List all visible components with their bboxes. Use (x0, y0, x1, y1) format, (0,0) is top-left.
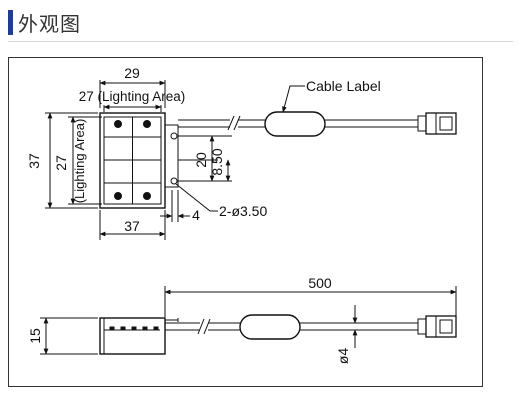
dim-side-height: 15 (27, 328, 43, 344)
cable-label-callout: Cable Label (306, 78, 381, 94)
cable-label-sleeve (264, 111, 326, 137)
dim-height-left: 37 (26, 153, 42, 169)
side-cable (165, 314, 457, 340)
top-view (45, 80, 457, 240)
dim-hole-spacing: 20 (193, 152, 209, 168)
dim-hole-edge: 4 (192, 207, 200, 223)
connector (417, 112, 457, 135)
dim-hole-diameter: 2-ø3.50 (219, 203, 267, 219)
dim-cable-diameter: ø4 (335, 348, 351, 365)
dim-lighting-area-width: 27 (Lighting Area) (79, 89, 186, 104)
header-accent-bar (8, 10, 13, 35)
module-side-profile (99, 317, 179, 355)
drawing-frame (8, 57, 483, 387)
dim-width-bottom: 37 (124, 218, 140, 234)
header-divider (8, 41, 513, 42)
led-module-body (99, 112, 179, 209)
side-view (40, 286, 457, 355)
dim-width-top: 29 (124, 65, 140, 81)
top-cable (178, 111, 457, 137)
page-title: 外观图 (18, 12, 81, 36)
dim-lighting-area-height-note: (Lighting Area) (72, 119, 87, 204)
side-connector (417, 315, 457, 338)
dim-lighting-area-height: 27 (53, 155, 69, 171)
dim-hole-offset: 8.50 (209, 148, 225, 175)
dim-cable-length: 500 (308, 275, 332, 291)
